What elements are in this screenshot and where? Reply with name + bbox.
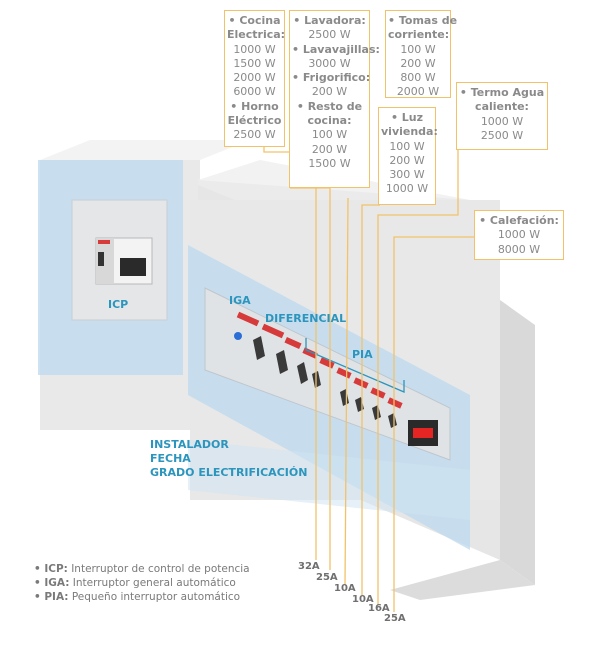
box-value: 200 W bbox=[311, 85, 348, 99]
box-value: 2000 W bbox=[233, 71, 276, 85]
lower-glass-band bbox=[188, 440, 470, 520]
legend-item-iga: • IGA: Interruptor general automático bbox=[34, 576, 250, 590]
box-value: 800 W bbox=[400, 71, 436, 85]
blue-knob-icon bbox=[234, 332, 242, 340]
box-heading: • Termo Agua bbox=[459, 86, 545, 99]
box-value: 2500 W bbox=[480, 128, 524, 142]
box-value: 2500 W bbox=[233, 128, 276, 142]
legend-abbr: • PIA: bbox=[34, 591, 69, 603]
fecha-label: FECHA bbox=[150, 452, 191, 465]
icp-lever-icon bbox=[98, 252, 104, 266]
breaker-strips bbox=[236, 311, 403, 409]
box-heading: Electrica: bbox=[227, 28, 286, 42]
box-heading: • Tomas de bbox=[388, 14, 458, 27]
box-value: 200 W bbox=[389, 153, 425, 167]
legend-text: Interruptor de control de potencia bbox=[67, 563, 250, 575]
box-value: 1000 W bbox=[480, 114, 524, 128]
legend: • ICP: Interruptor de control de potenci… bbox=[34, 562, 250, 604]
box-value: 100 W bbox=[311, 128, 348, 142]
amp-rating: 10A bbox=[352, 594, 374, 605]
lavadora-info-box: • Lavadora:2500 W• Lavavajillas:3000 W• … bbox=[289, 10, 380, 188]
box-heading: • Lavavajillas: bbox=[292, 42, 380, 56]
amp-rating: 10A bbox=[334, 583, 356, 594]
box-value: 200 W bbox=[311, 142, 348, 156]
box-heading: vivienda: bbox=[381, 125, 438, 139]
legend-abbr: • ICP: bbox=[34, 563, 68, 575]
icp-box-lid bbox=[40, 140, 250, 160]
diferencial-label: DIFERENCIAL bbox=[265, 312, 347, 325]
main-box-side bbox=[500, 300, 535, 585]
iga-label: IGA bbox=[229, 294, 251, 307]
legend-item-pia: • PIA: Pequeño interruptor automático bbox=[34, 590, 250, 604]
box-value: 1000 W bbox=[233, 42, 276, 56]
pia-bracket bbox=[305, 338, 405, 393]
icp-red-strip bbox=[98, 240, 110, 244]
box-heading: • Lavadora: bbox=[293, 14, 366, 27]
box-value: 3000 W bbox=[308, 56, 351, 70]
box-value: 100 W bbox=[400, 42, 436, 56]
box-heading: • Calefación: bbox=[479, 214, 559, 227]
box-value: 100 W bbox=[389, 139, 425, 153]
amp-rating: 16A bbox=[368, 603, 390, 614]
main-box-bottom bbox=[390, 560, 535, 600]
box-value: 200 W bbox=[400, 56, 436, 70]
box-heading: • Frigorifico: bbox=[292, 71, 371, 85]
box-heading: Eléctrico bbox=[227, 114, 282, 128]
icp-label: ICP bbox=[108, 298, 129, 311]
legend-item-icp: • ICP: Interruptor de control de potenci… bbox=[34, 562, 250, 576]
amp-rating: 25A bbox=[316, 572, 338, 583]
box-value: 2000 W bbox=[396, 85, 440, 99]
amp-rating: 32A bbox=[298, 561, 320, 572]
box-value: 1000 W bbox=[497, 228, 541, 242]
icp-breaker-side bbox=[96, 238, 114, 284]
box-heading: • Resto de bbox=[296, 99, 363, 113]
amp-rating: 25A bbox=[384, 613, 406, 624]
box-heading: • Horno bbox=[230, 99, 279, 113]
box-heading: • Luz bbox=[390, 111, 424, 124]
icp-window bbox=[120, 258, 146, 276]
box-heading: caliente: bbox=[475, 100, 529, 114]
pia-label: PIA bbox=[352, 348, 373, 361]
box-heading: corriente: bbox=[388, 28, 450, 42]
instalador-label: INSTALADOR bbox=[150, 438, 229, 451]
box-value: 1500 W bbox=[233, 56, 276, 70]
box-heading: • Cocina bbox=[228, 14, 281, 27]
box-value: 1500 W bbox=[308, 156, 351, 170]
legend-text: Interruptor general automático bbox=[69, 577, 236, 589]
box-value: 300 W bbox=[389, 168, 425, 182]
box-value: 1000 W bbox=[385, 182, 429, 196]
box-value: 8000 W bbox=[497, 242, 541, 256]
display-digits bbox=[413, 428, 433, 438]
legend-abbr: • IGA: bbox=[34, 577, 70, 589]
legend-text: Pequeño interruptor automático bbox=[68, 591, 241, 603]
box-value: 2500 W bbox=[308, 28, 351, 42]
box-heading: cocina: bbox=[307, 114, 352, 128]
box-value: 6000 W bbox=[233, 85, 276, 99]
grado-electrificacion-label: GRADO ELECTRIFICACIÓN bbox=[150, 466, 308, 479]
